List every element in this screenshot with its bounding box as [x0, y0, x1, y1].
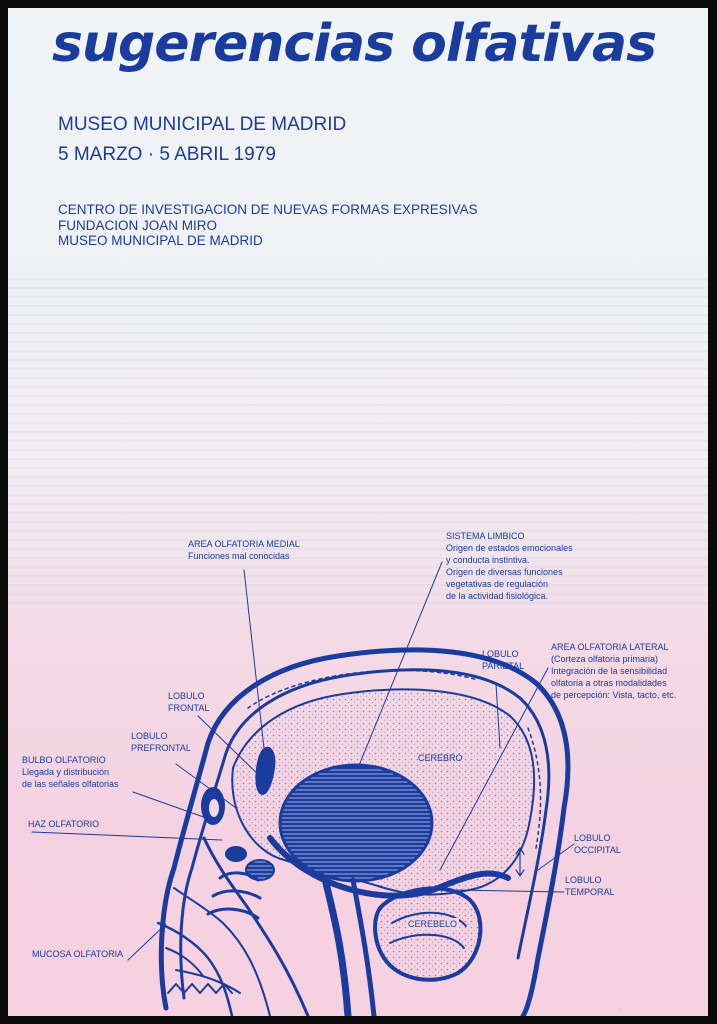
label-cerebro: CEREBRO: [418, 753, 463, 763]
label-bulbo-olfatorio: BULBO OLFATORIO Llegada y distribución d…: [22, 755, 119, 789]
poster: sugerencias olfativas MUSEO MUNICIPAL DE…: [8, 8, 708, 1016]
label-lobulo-occipital: LOBULO OCCIPITAL: [574, 833, 621, 855]
printer-imprint: ...: [618, 1006, 622, 1011]
nasal-cavity: [202, 836, 310, 1016]
label-mucosa-olfatoria: MUCOSA OLFATORIA: [32, 949, 124, 959]
label-area-olfatoria-lateral: AREA OLFATORIA LATERAL (Corteza olfatori…: [551, 642, 677, 700]
head-section-diagram: [31, 561, 575, 1016]
organizer-line: CENTRO DE INVESTIGACION DE NUEVAS FORMAS…: [58, 202, 478, 217]
poster-title: sugerencias olfativas: [52, 14, 657, 74]
label-lobulo-frontal: LOBULO FRONTAL: [168, 691, 210, 713]
organizer-line: FUNDACION JOAN MIRO: [58, 218, 218, 233]
label-lobulo-parietal: LOBULO PARIETAL: [482, 649, 525, 671]
label-area-olfatoria-medial: AREA OLFATORIA MEDIAL Funciones mal cono…: [188, 539, 300, 561]
label-sistema-limbico: SISTEMA LIMBICO Origen de estados emocio…: [446, 531, 573, 601]
exhibition-dates: 5 MARZO · 5 ABRIL 1979: [58, 144, 276, 165]
print-texture: [8, 278, 708, 608]
venue-name: MUSEO MUNICIPAL DE MADRID: [58, 114, 347, 135]
organizer-line: MUSEO MUNICIPAL DE MADRID: [58, 233, 263, 248]
label-lobulo-temporal: LOBULO TEMPORAL: [565, 875, 615, 897]
label-cerebelo: CEREBELO: [406, 918, 460, 930]
limbic-structure: [278, 763, 434, 883]
leader-lines: [31, 561, 575, 961]
label-lobulo-prefrontal: LOBULO PREFRONTAL: [131, 731, 191, 753]
skull-outline: [158, 647, 571, 1016]
label-haz-olfatorio: HAZ OLFATORIO: [28, 819, 100, 829]
